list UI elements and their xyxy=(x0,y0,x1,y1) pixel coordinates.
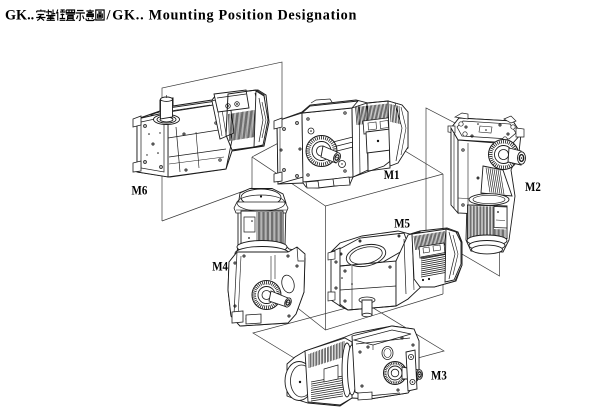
svg-text:M1: M1 xyxy=(384,167,400,182)
svg-text:M6: M6 xyxy=(132,183,148,198)
svg-text:M3: M3 xyxy=(431,368,447,383)
svg-text:GK..: GK.. xyxy=(5,8,34,24)
svg-text:M4: M4 xyxy=(212,259,228,274)
svg-text:M5: M5 xyxy=(394,215,410,230)
svg-text:M2: M2 xyxy=(525,179,541,194)
svg-text:GK.. Mounting Position Designa: GK.. Mounting Position Designation xyxy=(112,8,357,24)
svg-text:/: / xyxy=(106,8,112,24)
